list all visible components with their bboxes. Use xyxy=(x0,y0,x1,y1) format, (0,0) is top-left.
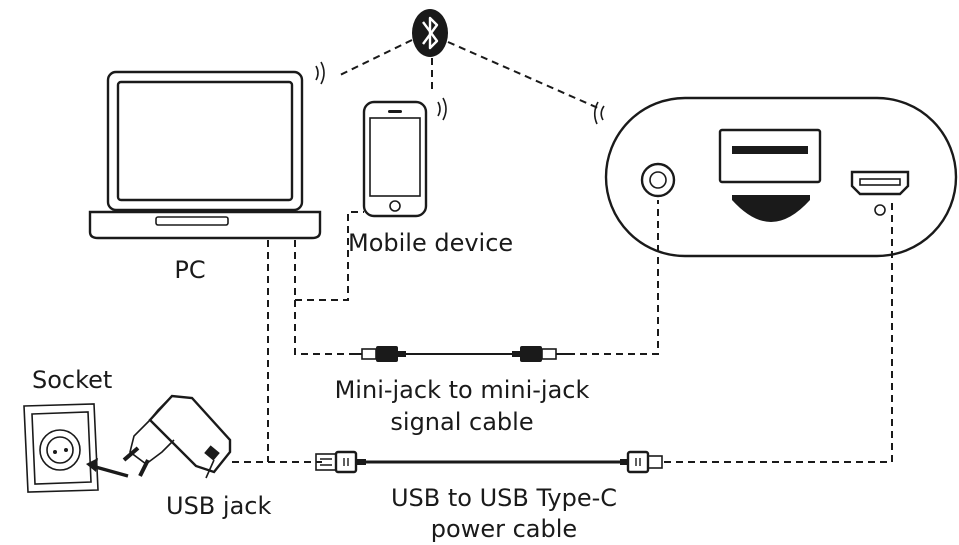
usb-jack-label: USB jack xyxy=(166,492,272,520)
bluetooth-icon xyxy=(412,9,448,57)
pc-label: PC xyxy=(174,256,206,284)
minijack-cable-label-line1: Mini-jack to mini-jack xyxy=(334,376,590,404)
speaker-device-panel xyxy=(604,96,958,258)
minijack-cable-label-line2: signal cable xyxy=(390,408,534,436)
socket-label: Socket xyxy=(32,366,113,394)
usb-cable-label-line2: power cable xyxy=(430,515,578,543)
usb-port-icon xyxy=(718,128,822,184)
led-indicator-icon xyxy=(874,204,886,216)
usb-c-port-icon xyxy=(850,170,910,196)
bluetooth-links xyxy=(337,39,599,109)
mobile-phone-icon xyxy=(362,100,428,218)
aux-port-icon xyxy=(640,162,676,198)
mobile-device-label: Mobile device xyxy=(348,229,514,257)
usb-cable-icon xyxy=(315,450,663,474)
wall-socket-icon xyxy=(23,403,129,493)
usb-adapter-icon xyxy=(122,394,232,477)
minijack-cable-icon xyxy=(352,346,568,362)
usb-jack-leader xyxy=(205,459,215,479)
sd-card-slot-icon xyxy=(732,195,810,222)
usb-cable-label-line1: USB to USB Type-C xyxy=(390,484,618,512)
cable-routes xyxy=(232,200,893,463)
laptop-icon xyxy=(88,70,322,240)
wireless-waves-icon xyxy=(315,61,605,125)
